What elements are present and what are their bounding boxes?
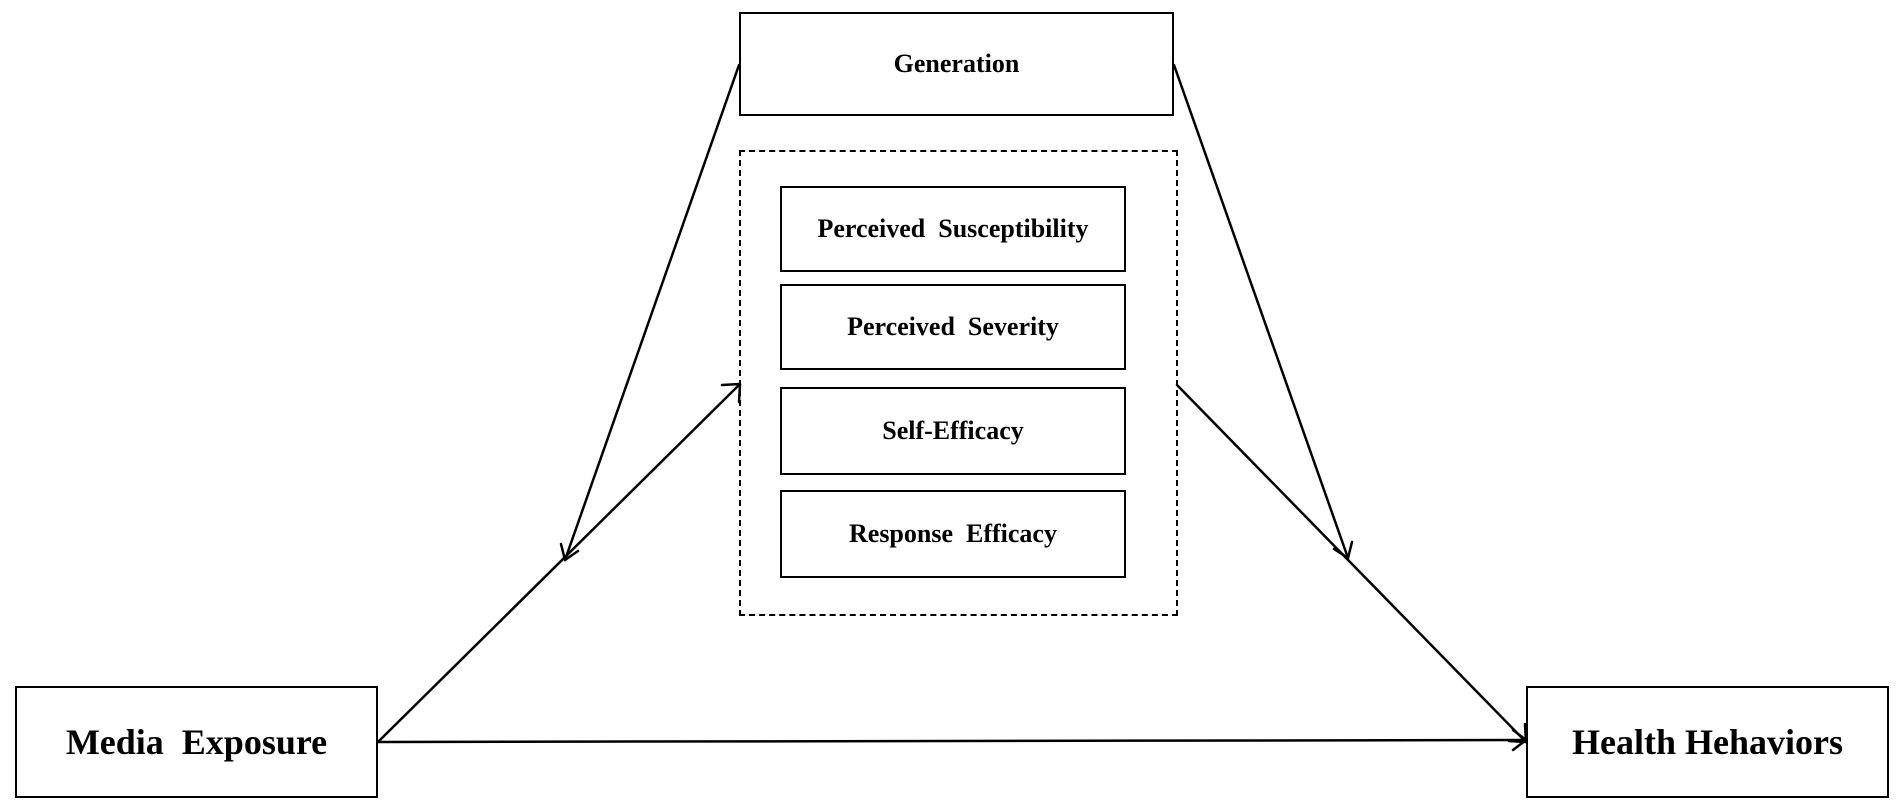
arrow-generation-to-left-path [563, 63, 741, 562]
mediator-label: Perceived Severity [847, 312, 1059, 341]
generation-box: Generation [739, 12, 1174, 116]
mediator-box-perceived-susceptibility: Perceived Susceptibility [780, 186, 1126, 272]
mediator-label: Response Efficacy [849, 519, 1057, 548]
arrow-media-to-mediators [376, 382, 742, 744]
generation-label: Generation [893, 49, 1020, 78]
mediator-label: Perceived Susceptibility [817, 214, 1089, 243]
mediator-box-self-efficacy: Self-Efficacy [780, 387, 1126, 475]
health-behaviors-box: Health Hehaviors [1526, 686, 1889, 798]
mediator-box-perceived-severity: Perceived Severity [780, 284, 1126, 370]
mediator-label: Self-Efficacy [882, 416, 1024, 445]
mediator-box-response-efficacy: Response Efficacy [780, 490, 1126, 578]
media-exposure-box: Media Exposure [15, 686, 378, 798]
arrow-media-to-health [376, 738, 1528, 744]
arrow-mediators-to-health [1175, 383, 1528, 744]
media-exposure-label: Media Exposure [65, 722, 328, 762]
health-behaviors-label: Health Hehaviors [1572, 722, 1843, 762]
arrowhead-generation-to-right-path [1332, 540, 1354, 560]
arrow-generation-to-right-path [1172, 63, 1350, 560]
mediator-group [739, 150, 1178, 616]
arrowhead-generation-to-left-path [559, 542, 580, 562]
